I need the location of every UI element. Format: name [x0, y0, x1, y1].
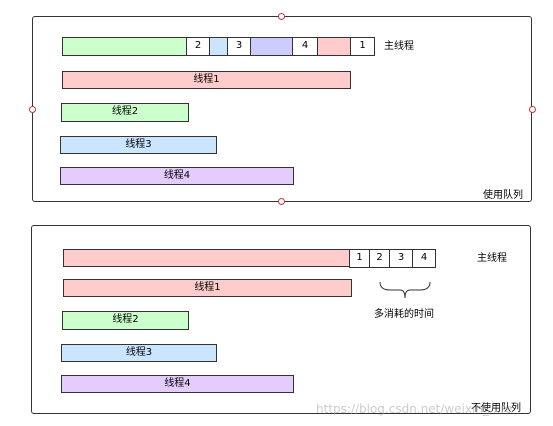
task-cell[interactable]: 3: [227, 37, 251, 56]
resize-handle-right[interactable]: [529, 106, 536, 113]
thread-2-bar[interactable]: 线程2: [62, 311, 189, 330]
thread-3-bar[interactable]: 线程3: [61, 344, 217, 362]
main-thread-segment-pink[interactable]: [317, 37, 351, 56]
thread-1-bar[interactable]: 线程1: [63, 279, 352, 297]
extra-time-brace: [379, 281, 431, 299]
thread-3-bar[interactable]: 线程3: [60, 136, 217, 154]
task-cell[interactable]: 1: [350, 37, 375, 56]
thread-4-bar[interactable]: 线程4: [61, 375, 294, 393]
thread-1-bar[interactable]: 线程1: [62, 71, 351, 89]
main-thread-segment-blue[interactable]: [209, 37, 228, 56]
main-thread-label: 主线程: [384, 41, 414, 52]
main-thread-segment-pink[interactable]: [63, 249, 350, 267]
task-cell[interactable]: 4: [292, 37, 318, 56]
resize-handle-left[interactable]: [29, 106, 36, 113]
extra-time-label: 多消耗的时间: [374, 309, 434, 320]
panel-caption: 使用队列: [483, 190, 523, 201]
main-thread-segment-green[interactable]: [62, 37, 187, 56]
watermark: https://blog.csdn.net/weixin_...re: [316, 402, 513, 416]
resize-handle-bottom[interactable]: [278, 198, 285, 205]
task-cell[interactable]: 2: [186, 37, 210, 56]
thread-4-bar[interactable]: 线程4: [60, 167, 294, 185]
task-cell[interactable]: 2: [369, 249, 390, 268]
resize-handle-top[interactable]: [278, 13, 285, 20]
task-cell[interactable]: 3: [389, 249, 413, 268]
task-cell[interactable]: 4: [412, 249, 436, 268]
main-thread-label: 主线程: [477, 253, 507, 264]
task-cell[interactable]: 1: [349, 249, 370, 268]
main-thread-segment-lavender[interactable]: [250, 37, 293, 56]
thread-2-bar[interactable]: 线程2: [61, 103, 189, 122]
panel-caption: 不使用队列: [471, 403, 521, 414]
